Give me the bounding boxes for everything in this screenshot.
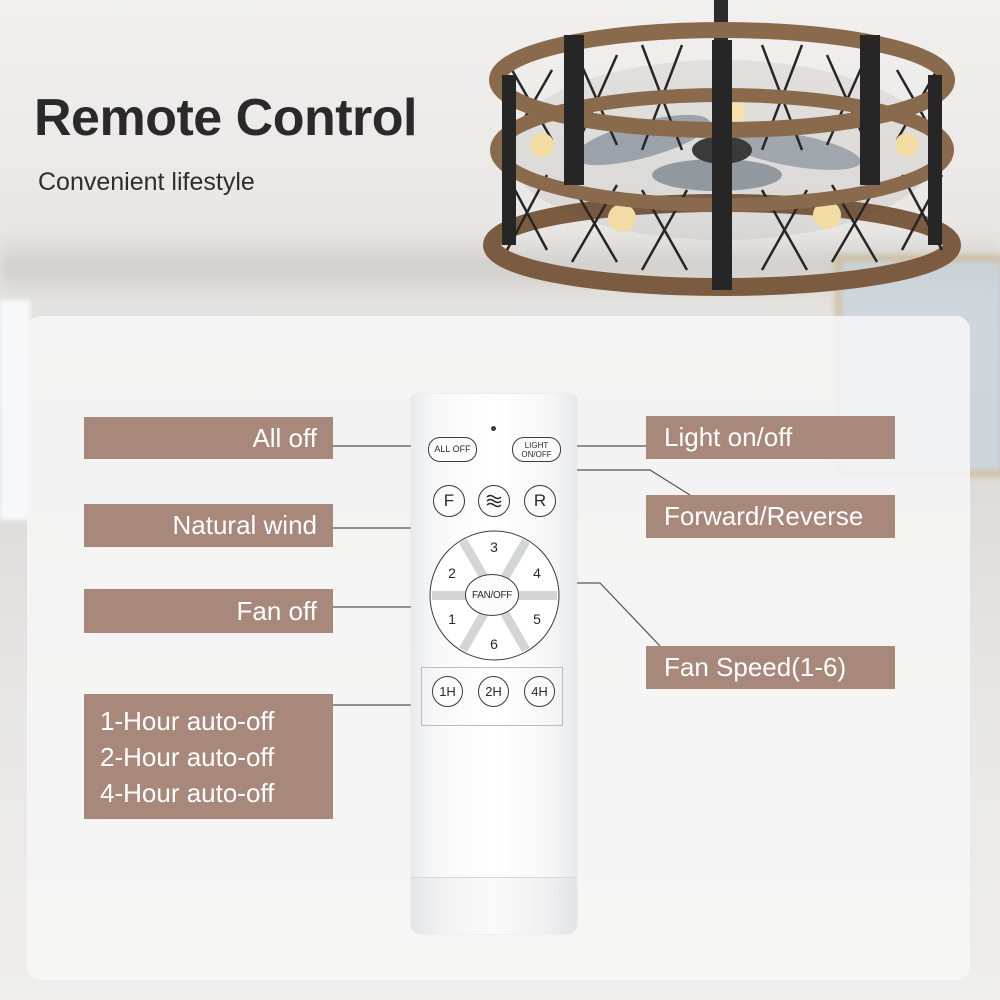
speed-5-button[interactable]: 5 bbox=[533, 611, 541, 627]
natural-wind-button[interactable] bbox=[478, 485, 510, 517]
light-label-text: Light on/off bbox=[664, 422, 793, 452]
fan-off-button[interactable]: FAN/OFF bbox=[465, 574, 519, 616]
forward-reverse-label: Forward/Reverse bbox=[646, 495, 895, 538]
speed-1-button[interactable]: 1 bbox=[448, 611, 456, 627]
fan-speed-label-text: Fan Speed(1-6) bbox=[664, 652, 847, 682]
all-off-button[interactable]: ALL OFF bbox=[428, 437, 477, 462]
speed-3-button[interactable]: 3 bbox=[490, 539, 498, 555]
fan-off-label: Fan off bbox=[84, 589, 333, 633]
all-off-label-text: All off bbox=[252, 422, 317, 453]
light-label: Light on/off bbox=[646, 416, 895, 459]
timer-2h-label-text: 2-Hour auto-off bbox=[100, 741, 275, 772]
remote-control bbox=[411, 394, 577, 934]
timer-button-group bbox=[421, 667, 563, 726]
remote-indicator-light bbox=[491, 426, 496, 431]
fan-off-label-text: Fan off bbox=[236, 595, 317, 626]
speed-4-button[interactable]: 4 bbox=[533, 565, 541, 581]
forward-button[interactable]: F bbox=[433, 485, 465, 517]
timer-2h-button[interactable]: 2H bbox=[478, 676, 509, 707]
natural-wind-label: Natural wind bbox=[84, 504, 333, 547]
speed-6-button[interactable]: 6 bbox=[490, 636, 498, 652]
timer-1h-label-text: 1-Hour auto-off bbox=[100, 705, 275, 736]
timer-4h-button[interactable]: 4H bbox=[524, 676, 555, 707]
page-subtitle: Convenient lifestyle bbox=[38, 168, 255, 196]
forward-reverse-label-text: Forward/Reverse bbox=[664, 501, 864, 531]
timer-label: 1-Hour auto-off 2-Hour auto-off 4-Hour a… bbox=[84, 694, 333, 819]
fan-speed-label: Fan Speed(1-6) bbox=[646, 646, 895, 689]
ceiling-fan-image bbox=[483, 0, 961, 296]
page-title: Remote Control bbox=[34, 89, 418, 147]
natural-wind-label-text: Natural wind bbox=[172, 510, 317, 540]
all-off-label: All off bbox=[84, 417, 333, 459]
light-on-off-button[interactable]: LIGHT ON/OFF bbox=[512, 437, 561, 462]
speed-2-button[interactable]: 2 bbox=[448, 565, 456, 581]
remote-battery-cover bbox=[411, 877, 577, 934]
window bbox=[0, 300, 30, 520]
timer-1h-button[interactable]: 1H bbox=[432, 676, 463, 707]
reverse-button[interactable]: R bbox=[524, 485, 556, 517]
timer-4h-label-text: 4-Hour auto-off bbox=[100, 777, 275, 808]
wind-wave-icon bbox=[486, 494, 502, 508]
